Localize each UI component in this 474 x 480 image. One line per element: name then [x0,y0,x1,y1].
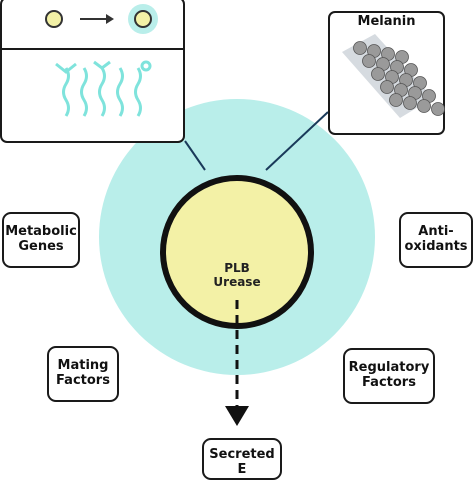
metabolic-line2: Genes [18,239,64,254]
melanin-granule [403,96,417,110]
encapsulated-cell-icon [134,10,152,28]
cell-label-urease: Urease [213,275,260,289]
secreted-line2: E [237,461,247,477]
melanin-granules-icon [353,41,445,116]
melanin-granule [417,99,431,113]
melanin-granule [353,41,367,55]
melanin-granule [431,102,445,116]
antioxidants-label: Anti-oxidants [399,212,473,268]
polysaccharide-strands-icon [55,60,152,117]
metabolic-line1: Metabolic [5,224,77,240]
melanin-inset-panel [328,11,445,135]
melanin-granule [371,67,385,81]
melanin-title: Melanin [357,14,416,29]
connector-line-right [265,111,329,171]
secretion-arrowhead [225,406,249,426]
antioxidants-line2: oxidants [404,239,468,254]
antioxidants-line1: Anti- [418,224,454,240]
melanin-granule [380,80,394,94]
melanin-granule [389,93,403,107]
cell-body [160,175,314,329]
regulatory-line2: Factors [362,375,416,390]
small-cell-icon [45,10,63,28]
arrow-right-head [106,14,114,24]
cell-label-plb: PLB [224,261,250,275]
secreted-line1: Secreted [209,447,275,462]
connector-line-left [184,140,206,171]
regulatory-line1: Regulatory [348,360,430,376]
mating-line2: Factors [56,373,110,388]
mating-line1: Mating [57,358,109,374]
melanin-granule [362,54,376,68]
capsule-inset-panel [0,0,185,143]
